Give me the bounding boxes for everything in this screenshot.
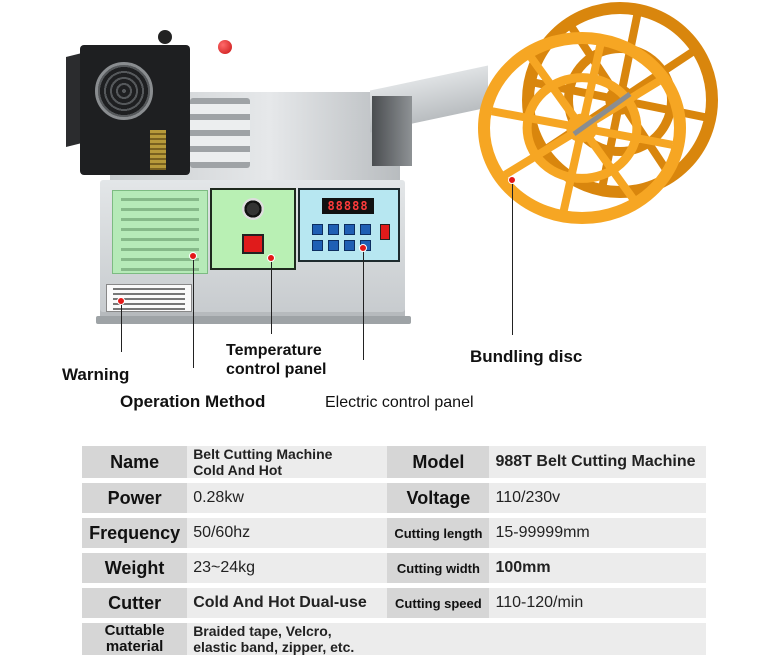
spec-value: Braided tape, Velcro, elastic band, zipp… — [187, 623, 706, 655]
disc-back-spoke — [630, 98, 706, 122]
operation-method-callout: Operation Method — [120, 392, 266, 411]
spec-value: Belt Cutting Machine Cold And Hot — [187, 446, 388, 478]
temperature-callout: Temperature control panel — [226, 341, 326, 379]
table-row: Cutter Cold And Hot Dual-use Cutting spe… — [82, 588, 706, 618]
table-row: Cuttable material Braided tape, Velcro, … — [82, 623, 706, 655]
disc-back-rim — [522, 2, 718, 198]
top-knob-icon — [158, 30, 172, 44]
panel-key-icon[interactable] — [328, 240, 339, 251]
spec-label: Model — [387, 446, 490, 478]
spec-value: 110-120/min — [489, 588, 706, 618]
spec-value: 0.28kw — [187, 483, 388, 513]
spec-value: Cold And Hot Dual-use — [187, 588, 388, 618]
spring-icon — [150, 130, 166, 170]
feed-guide-rollers — [372, 96, 412, 166]
disc-front-spoke — [503, 130, 575, 179]
temperature-pointer-dot — [267, 254, 275, 262]
spec-label-line: material — [105, 638, 164, 655]
disc-front-spoke — [592, 126, 674, 149]
spec-label: Cutting speed — [387, 588, 490, 618]
spec-label: Cutter — [82, 588, 188, 618]
spec-value-line: Braided tape, Velcro, — [193, 623, 332, 639]
warning-leader — [121, 300, 122, 352]
disc-front-rim — [478, 32, 686, 224]
lever-knob-icon — [218, 40, 232, 54]
tape-rollers — [190, 98, 250, 168]
warning-callout: Warning — [62, 365, 130, 384]
panel-key-icon[interactable] — [344, 240, 355, 251]
machine-base — [96, 316, 411, 324]
panel-key-icon[interactable] — [360, 224, 371, 235]
power-switch-icon[interactable] — [380, 224, 390, 240]
spec-table: Name Belt Cutting Machine Cold And Hot M… — [82, 441, 706, 660]
spec-value: 988T Belt Cutting Machine — [489, 446, 706, 478]
warning-pointer-dot — [117, 297, 125, 305]
operation-method-panel — [112, 190, 208, 274]
operation-leader — [193, 256, 194, 368]
temperature-callout-line1: Temperature — [226, 342, 322, 359]
disc-front-inner-ring — [522, 73, 642, 183]
spec-label-line: Cuttable — [104, 622, 165, 639]
spec-value-line: elastic band, zipper, etc. — [193, 639, 355, 655]
warning-label — [106, 284, 192, 312]
disc-front-spoke — [585, 134, 637, 201]
electric-leader — [363, 248, 364, 360]
disc-front-spoke — [559, 137, 584, 212]
heater-switch-icon[interactable] — [242, 234, 264, 254]
temperature-control-panel — [210, 188, 296, 270]
led-display: 88888 — [322, 198, 374, 214]
panel-key-icon[interactable] — [328, 224, 339, 235]
electric-control-panel: 88888 — [298, 188, 400, 262]
electric-pointer-dot — [359, 244, 367, 252]
disc-front-spoke — [580, 44, 605, 119]
temperature-callout-line2: control panel — [226, 361, 327, 378]
spec-label: Cutting width — [387, 553, 490, 583]
disc-front-spoke — [490, 107, 572, 130]
spec-label: Cutting length — [387, 518, 490, 548]
table-row: Name Belt Cutting Machine Cold And Hot M… — [82, 446, 706, 478]
spec-value-line: Cold And Hot — [193, 462, 283, 478]
disc-pointer-dot — [508, 176, 516, 184]
electric-control-panel-callout: Electric control panel — [325, 394, 474, 411]
spec-value: 50/60hz — [187, 518, 388, 548]
spec-value: 23~24kg — [187, 553, 388, 583]
spec-value: 110/230v — [489, 483, 706, 513]
spec-label: Power — [82, 483, 188, 513]
spec-value-line: Belt Cutting Machine — [193, 446, 333, 462]
cooling-fan-icon — [95, 62, 153, 120]
bundling-disc — [478, 2, 718, 224]
table-row: Power 0.28kw Voltage 110/230v — [82, 483, 706, 513]
spec-label: Cuttable material — [82, 622, 188, 655]
temperature-leader — [271, 258, 272, 334]
bundling-disc-callout: Bundling disc — [470, 347, 583, 366]
disc-leader — [512, 180, 513, 335]
table-row: Weight 23~24kg Cutting width 100mm — [82, 553, 706, 583]
temperature-dial-icon[interactable] — [242, 198, 264, 220]
spec-label: Frequency — [82, 518, 188, 548]
table-row: Frequency 50/60hz Cutting length 15-9999… — [82, 518, 706, 548]
disc-front-spoke — [527, 55, 579, 122]
panel-key-icon[interactable] — [312, 224, 323, 235]
spec-value: 15-99999mm — [489, 518, 706, 548]
disc-axle — [572, 91, 632, 137]
panel-key-icon[interactable] — [344, 224, 355, 235]
spec-value: 100mm — [489, 553, 706, 583]
panel-key-icon[interactable] — [312, 240, 323, 251]
spec-label: Voltage — [387, 483, 490, 513]
spec-label: Weight — [82, 553, 188, 583]
spec-label: Name — [82, 446, 188, 478]
operation-pointer-dot — [189, 252, 197, 260]
